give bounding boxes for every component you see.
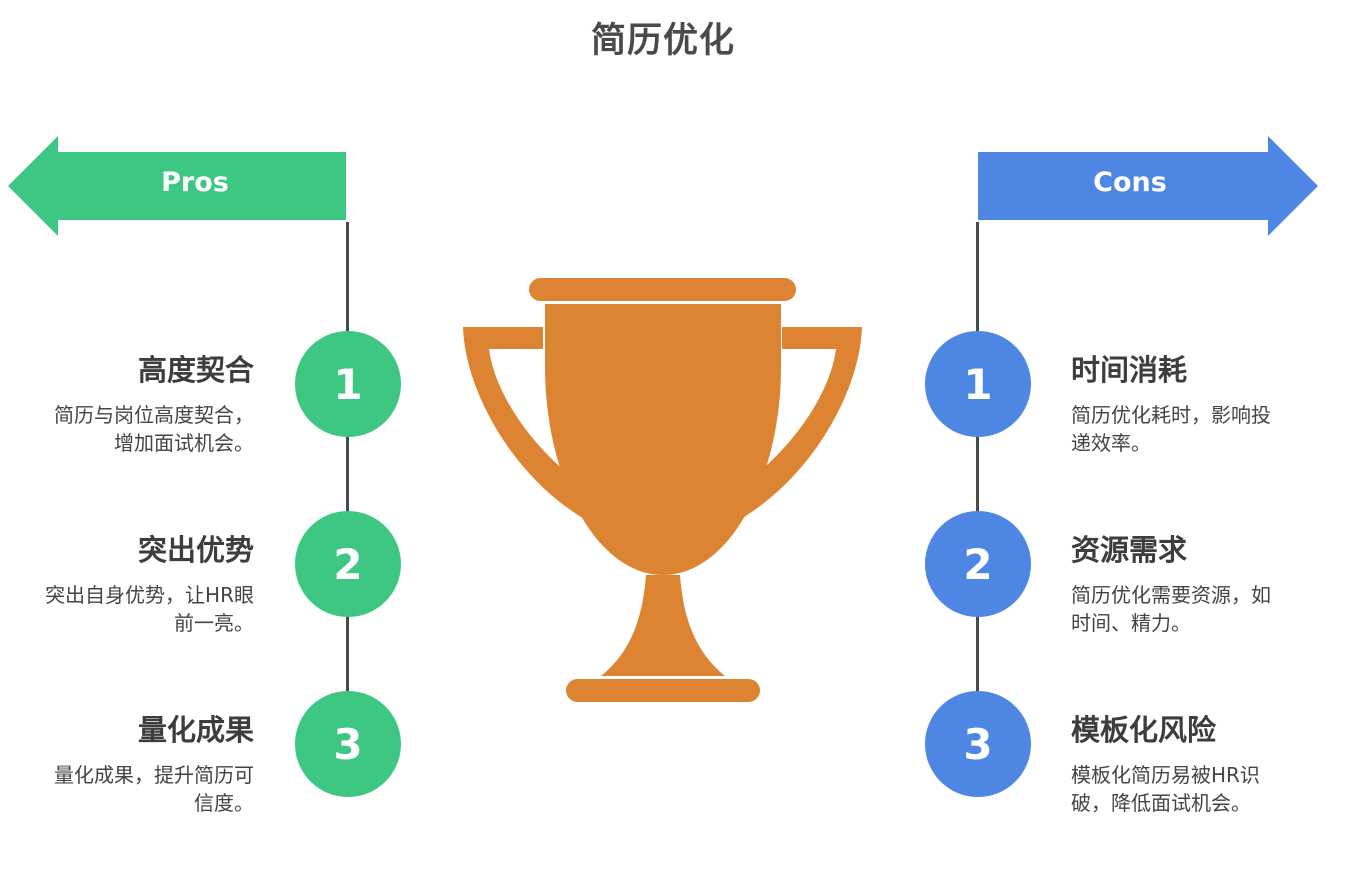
cons-item-desc-2-line2: 时间、精力。 — [1071, 611, 1191, 635]
cons-item-title-2: 资源需求 — [1071, 533, 1188, 567]
pros-item-desc-3: 量化成果，提升简历可 信度。 — [10, 761, 254, 817]
cons-item-desc-3-line2: 破，降低面试机会。 — [1071, 791, 1251, 815]
cons-item-desc-3-line1: 模板化简历易被HR识 — [1071, 763, 1260, 787]
right-arrow-icon — [978, 136, 1318, 236]
cons-item-desc-1-line2: 递效率。 — [1071, 431, 1151, 455]
cons-item-desc-1: 简历优化耗时，影响投 递效率。 — [1071, 401, 1311, 457]
pros-number-circle-2: 2 — [295, 511, 401, 617]
cons-connector-line — [976, 222, 979, 692]
cons-item-title-1: 时间消耗 — [1071, 353, 1188, 387]
left-arrow-icon — [8, 136, 346, 236]
cons-item-desc-3: 模板化简历易被HR识 破，降低面试机会。 — [1071, 761, 1311, 817]
pros-item-title-2: 突出优势 — [137, 533, 254, 567]
cons-number-circle-3: 3 — [925, 691, 1031, 797]
cons-item-desc-2: 简历优化需要资源，如 时间、精力。 — [1071, 581, 1311, 637]
cons-label: Cons — [1093, 167, 1167, 198]
pros-item-desc-1-line2: 增加面试机会。 — [114, 431, 254, 455]
pros-item-desc-1-line1: 简历与岗位高度契合， — [54, 403, 254, 427]
cons-item-title-3: 模板化风险 — [1071, 713, 1217, 747]
pros-item-title-3: 量化成果 — [137, 713, 254, 747]
pros-label: Pros — [161, 167, 229, 198]
pros-number-circle-3: 3 — [295, 691, 401, 797]
cons-number-circle-2: 2 — [925, 511, 1031, 617]
cons-number-circle-1: 1 — [925, 331, 1031, 437]
pros-item-desc-2-line1: 突出自身优势，让HR眼 — [45, 583, 254, 607]
pros-item-desc-2: 突出自身优势，让HR眼 前一亮。 — [10, 581, 254, 637]
cons-item-desc-2-line1: 简历优化需要资源，如 — [1071, 583, 1271, 607]
cons-item-desc-1-line1: 简历优化耗时，影响投 — [1071, 403, 1271, 427]
page-title: 简历优化 — [590, 21, 735, 61]
pros-item-desc-2-line2: 前一亮。 — [174, 611, 254, 635]
pros-item-desc-3-line1: 量化成果，提升简历可 — [54, 763, 254, 787]
trophy-icon — [463, 278, 862, 702]
pros-number-circle-1: 1 — [295, 331, 401, 437]
pros-item-desc-1: 简历与岗位高度契合， 增加面试机会。 — [10, 401, 254, 457]
pros-item-desc-3-line2: 信度。 — [194, 791, 254, 815]
pros-connector-line — [346, 222, 349, 692]
pros-item-title-1: 高度契合 — [137, 353, 254, 387]
